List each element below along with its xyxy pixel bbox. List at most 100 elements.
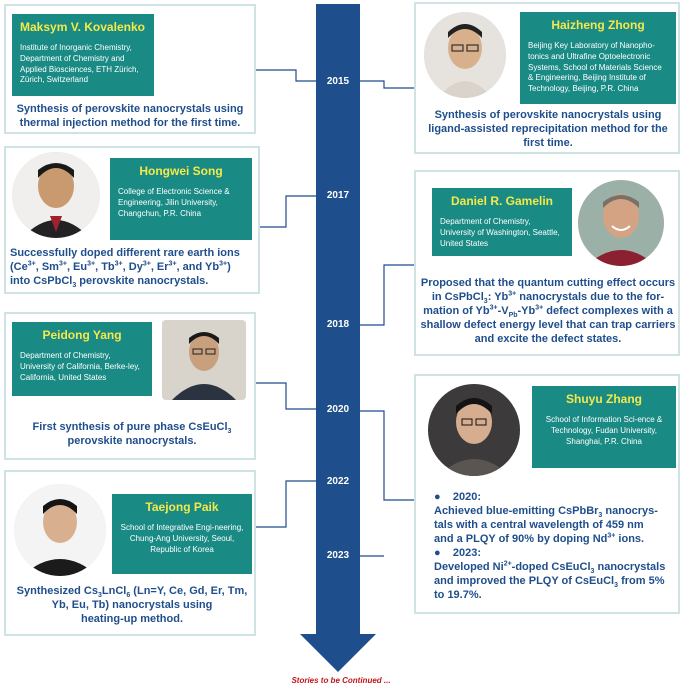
card-song: Hongwei Song College of Electronic Scien… [4, 146, 260, 294]
researcher-name: Haizheng Zhong [551, 18, 645, 32]
description: Successfully doped different rare earth … [10, 246, 256, 290]
affiliation: Department of Chemistry, University of W… [440, 217, 560, 248]
affiliation: School of Information Sci-ence & Technol… [545, 415, 663, 446]
superscript: 3+ [114, 260, 123, 268]
description: Synthesis of perovskite nanocrystals usi… [428, 109, 668, 149]
name-box: Haizheng Zhong Beijing Key Laboratory of… [520, 12, 676, 104]
desc-part: , Eu [66, 261, 88, 273]
desc-line: Proposed that the quantum cutting effect… [420, 277, 676, 289]
description: ● 2020: Achieved blue-emitting CsPbBr3 n… [434, 490, 674, 602]
card-yang: Peidong Yang Department of Chemistry, Un… [4, 312, 256, 460]
desc-line: shallow defect energy level that can tra… [420, 319, 676, 331]
desc-part: , Dy [122, 261, 143, 273]
desc-part: Synthesized Cs [16, 585, 98, 597]
desc-part: mation of Yb [423, 305, 490, 317]
researcher-name: Hongwei Song [139, 164, 223, 178]
desc-part: : Yb [487, 291, 509, 303]
portrait-photo [578, 180, 664, 266]
superscript: 3+ [489, 304, 498, 312]
year-label: 2015 [326, 76, 350, 87]
desc-part: LnCl [101, 585, 127, 597]
desc-line: perovskite nanocrystals. [67, 435, 197, 447]
desc-part: , Sm [35, 261, 59, 273]
card-paik: Taejong Paik School of Integrative Engi-… [4, 470, 256, 636]
bullet-icon: ● [434, 547, 441, 559]
card-kovalenko: Maksym V. Kovalenko Institute of Inorgan… [4, 4, 256, 134]
superscript: 2+ [503, 560, 512, 568]
desc-line: heating-up method. [80, 613, 184, 625]
description: Synthesis of perovskite nanocrystals usi… [16, 103, 244, 129]
desc-part: , Er [150, 261, 169, 273]
superscript: 3+ [607, 532, 616, 540]
affiliation: School of Integrative Engi-neering, Chun… [120, 523, 244, 554]
desc-line: to 19.7%. [434, 589, 482, 601]
description: First synthesis of pure phase CsEuCl3 pe… [14, 420, 250, 448]
desc-part: -V [497, 305, 509, 317]
year-label: 2022 [326, 476, 350, 487]
desc-part: First synthesis of pure phase CsEuCl [32, 421, 228, 433]
card-zhang: Shuyu Zhang School of Information Sci-en… [414, 374, 680, 614]
desc-part: defect complexes with a [543, 305, 673, 317]
subscript: 3 [227, 428, 232, 436]
name-box: Maksym V. Kovalenko Institute of Inorgan… [12, 14, 154, 96]
name-box: Hongwei Song College of Electronic Scien… [110, 158, 252, 240]
desc-part: -doped CsEuCl [511, 561, 591, 573]
superscript: 3+ [87, 260, 96, 268]
card-gamelin: Daniel R. Gamelin Department of Chemistr… [414, 170, 680, 356]
researcher-name: Daniel R. Gamelin [450, 194, 554, 208]
desc-part: (Ce [10, 261, 28, 273]
desc-part: -Yb [517, 305, 536, 317]
name-box: Taejong Paik School of Integrative Engi-… [112, 494, 252, 574]
desc-line: tals with a central wavelength of 459 nm [434, 519, 644, 531]
superscript: 3+ [508, 290, 517, 298]
affiliation: Institute of Inorganic Chemistry, Depart… [20, 43, 139, 85]
affiliation: Department of Chemistry, University of C… [20, 351, 140, 382]
desc-year: 2020: [452, 491, 482, 503]
subscript: 3 [483, 298, 488, 306]
year-label: 2023 [326, 550, 350, 561]
name-box: Daniel R. Gamelin Department of Chemistr… [432, 188, 572, 256]
affiliation: College of Electronic Science & Engineer… [118, 187, 230, 218]
desc-year: 2023: [452, 547, 482, 559]
name-box: Peidong Yang Department of Chemistry, Un… [12, 322, 152, 396]
desc-part: , and Yb [176, 261, 220, 273]
desc-line: Yb, Eu, Tb) nanocrystals using [51, 599, 213, 611]
description: Proposed that the quantum cutting effect… [420, 276, 676, 346]
timeline-arrowhead [300, 634, 376, 672]
timeline-bar [316, 4, 360, 636]
subscript: 6 [126, 592, 131, 600]
year-label: 2020 [326, 404, 350, 415]
desc-part: ions. [615, 533, 645, 545]
superscript: 3+ [142, 260, 151, 268]
portrait-photo [12, 152, 100, 238]
desc-part: in CsPbCl [431, 291, 484, 303]
bullet-icon: ● [434, 491, 441, 503]
desc-part: and a PLQY of 90% by doping Nd [434, 533, 608, 545]
superscript: 3+ [58, 260, 67, 268]
year-label: 2017 [326, 190, 350, 201]
subscript: 3 [614, 582, 619, 590]
desc-part: Developed Ni [434, 561, 504, 573]
description: Synthesized Cs3LnCl6 (Ln=Y, Ce, Gd, Er, … [14, 584, 250, 626]
desc-part: nanocrystals due to the for- [516, 291, 665, 303]
affiliation: Beijing Key Laboratory of Nanopho-tonics… [528, 41, 662, 94]
year-label: 2018 [326, 319, 350, 330]
desc-part: from 5% [618, 575, 665, 587]
desc-line: Successfully doped different rare earth … [10, 247, 240, 259]
subscript: 3 [72, 282, 77, 290]
portrait-photo [14, 484, 106, 576]
researcher-name: Maksym V. Kovalenko [20, 20, 145, 34]
researcher-name: Peidong Yang [42, 328, 122, 342]
desc-part: , Tb [95, 261, 115, 273]
desc-part: into CsPbCl [10, 275, 73, 287]
card-zhong: Haizheng Zhong Beijing Key Laboratory of… [414, 2, 680, 154]
desc-part: perovskite nanocrystals. [76, 275, 209, 287]
desc-line: and excite the defect states. [474, 333, 622, 345]
superscript: 3+ [535, 304, 544, 312]
desc-part: ) [227, 261, 231, 273]
superscript: 3+ [27, 260, 36, 268]
superscript: 3+ [168, 260, 177, 268]
desc-part: Achieved blue-emitting CsPbBr [434, 505, 599, 517]
researcher-name: Shuyu Zhang [566, 392, 642, 406]
